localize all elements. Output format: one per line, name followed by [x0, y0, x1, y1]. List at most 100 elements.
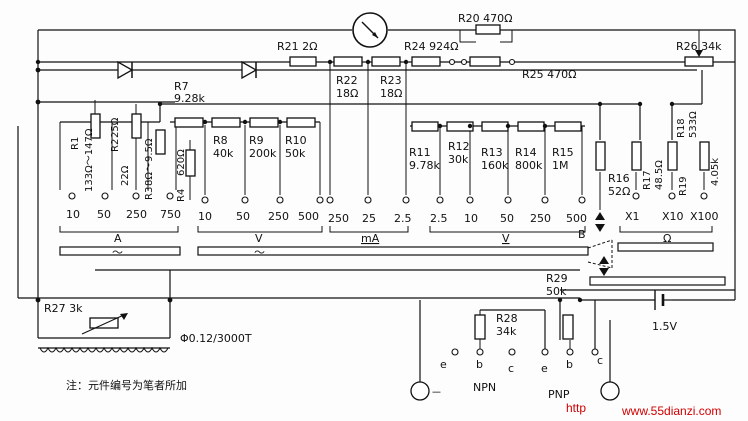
diode-icon — [117, 60, 258, 80]
label-r8-value: 40k — [213, 147, 234, 160]
range-ac-voltage-10: 10 — [198, 210, 212, 223]
label-r19: R19 — [678, 176, 689, 196]
group-label-ac-voltage-tilde: ～ — [254, 246, 265, 259]
label-r7-value: 9.28k — [174, 92, 205, 105]
label-r11-value: 9.78k — [409, 159, 440, 172]
range-dc-voltage-2-5: 2.5 — [430, 212, 448, 225]
pin-pnp-e: e — [541, 362, 548, 375]
label-r18: R18 — [676, 118, 687, 138]
label-r19-value: 4.05k — [710, 158, 721, 186]
watermark-http: http — [566, 401, 586, 415]
minus-label: － — [431, 386, 442, 399]
label-r27: R27 3k — [44, 302, 83, 315]
range-ac-voltage-250: 250 — [268, 210, 289, 223]
resistor-labels: R20 470Ω R21 2Ω R22 18Ω R23 18Ω R24 924Ω… — [44, 12, 722, 338]
label-r28: R28 — [496, 312, 518, 325]
switch-label-b: B — [578, 228, 586, 241]
range-ac-voltage-50: 50 — [236, 210, 250, 223]
range-dc-current-2-5: 2.5 — [394, 212, 412, 225]
npn-label: NPN — [473, 381, 496, 394]
battery-label: 1.5V — [652, 320, 677, 333]
selector-bars — [59, 212, 726, 286]
label-r3: R3 — [144, 187, 155, 200]
potentiometer-arrows — [81, 40, 703, 335]
range-dc-current-250: 250 — [328, 212, 349, 225]
range-dc-voltage-10: 10 — [464, 212, 478, 225]
label-r1-value: 133Ω～147Ω — [84, 128, 95, 192]
range-ac-voltage-500: 500 — [298, 210, 319, 223]
resistor-bodies — [89, 24, 714, 340]
range-dc-current-25: 25 — [362, 212, 376, 225]
range-ohm-x100: X100 — [690, 210, 719, 223]
label-r15: R15 — [552, 146, 574, 159]
label-r21: R21 2Ω — [277, 40, 318, 53]
range-ohm-x1: X1 — [625, 210, 640, 223]
battery-icon — [654, 290, 672, 310]
junction-dots — [35, 59, 675, 303]
label-r17: R17 — [642, 170, 653, 190]
label-r29: R29 — [546, 272, 568, 285]
label-r9: R9 — [249, 134, 264, 147]
range-ac-current-750: 750 — [160, 208, 181, 221]
range-terminals — [68, 58, 708, 356]
label-r13: R13 — [481, 146, 503, 159]
label-r24: R24 924Ω — [404, 40, 459, 53]
label-r16: R16 — [608, 172, 630, 185]
label-r29-value: 50k — [546, 285, 567, 298]
label-r12: R12 — [448, 140, 470, 153]
range-ohm-x10: X10 — [662, 210, 684, 223]
label-r23-value: 18Ω — [380, 87, 402, 100]
range-ac-current-10: 10 — [66, 208, 80, 221]
pin-pnp-c: c — [597, 354, 603, 367]
note-label: 注：元件编号为笔者所加 — [66, 378, 187, 392]
pin-npn-c: c — [508, 362, 514, 375]
label-r28-value: 34k — [496, 325, 517, 338]
label-r8: R8 — [213, 134, 228, 147]
group-labels: A ～ V ～ mA V Ω B — [112, 228, 671, 259]
group-label-ohm: Ω — [663, 232, 671, 245]
pin-npn-e: e — [440, 358, 447, 371]
label-r1: R1 — [70, 137, 81, 150]
label-r23: R23 — [380, 74, 402, 87]
group-label-ac-current: A — [114, 232, 122, 245]
range-dc-voltage-250: 250 — [530, 212, 551, 225]
wires — [17, 29, 736, 382]
label-r3-value: 8Ω～9.5Ω — [144, 138, 155, 186]
label-r13-value: 160k — [481, 159, 509, 172]
range-labels: 10 50 250 750 10 50 250 500 250 25 2.5 2… — [66, 208, 719, 225]
pnp-label: PNP — [548, 388, 570, 401]
pin-npn-b: b — [476, 358, 483, 371]
label-r18-value: 533Ω — [688, 111, 699, 138]
group-label-dc-voltage: V — [502, 232, 510, 245]
group-label-dc-current: mA — [361, 232, 380, 245]
coil-spec-label: Φ0.12/3000T — [180, 332, 252, 345]
group-braces — [59, 226, 713, 233]
label-r9-value: 200k — [249, 147, 277, 160]
label-r26: R26 34k — [676, 40, 722, 53]
group-label-ac-current-tilde: ～ — [112, 246, 123, 259]
range-dc-voltage-500: 500 — [566, 212, 587, 225]
range-ac-current-250: 250 — [126, 208, 147, 221]
label-r10-value: 50k — [285, 147, 306, 160]
group-label-ac-voltage: V — [255, 232, 263, 245]
label-r2: R2 — [110, 139, 121, 152]
label-r4: R4 — [176, 189, 187, 202]
label-r15-value: 1M — [552, 159, 569, 172]
label-r16-value: 52Ω — [608, 185, 630, 198]
label-r17-value: 48.5Ω — [654, 160, 665, 190]
label-r12-value: 30k — [448, 153, 469, 166]
label-r4-value: 620Ω — [176, 149, 187, 176]
label-r2-value-b: 22Ω — [120, 165, 131, 186]
meter-icon — [352, 12, 388, 48]
range-dc-voltage-50: 50 — [500, 212, 514, 225]
watermark-site: www.55dianzi.com — [621, 404, 721, 418]
label-r14-value: 800k — [515, 159, 543, 172]
label-r2-value: 25Ω — [110, 117, 121, 138]
label-r20: R20 470Ω — [458, 12, 513, 25]
probe-jacks — [410, 381, 620, 401]
label-r14: R14 — [515, 146, 537, 159]
transformer-coil — [38, 346, 170, 353]
pin-pnp-b: b — [566, 358, 573, 371]
